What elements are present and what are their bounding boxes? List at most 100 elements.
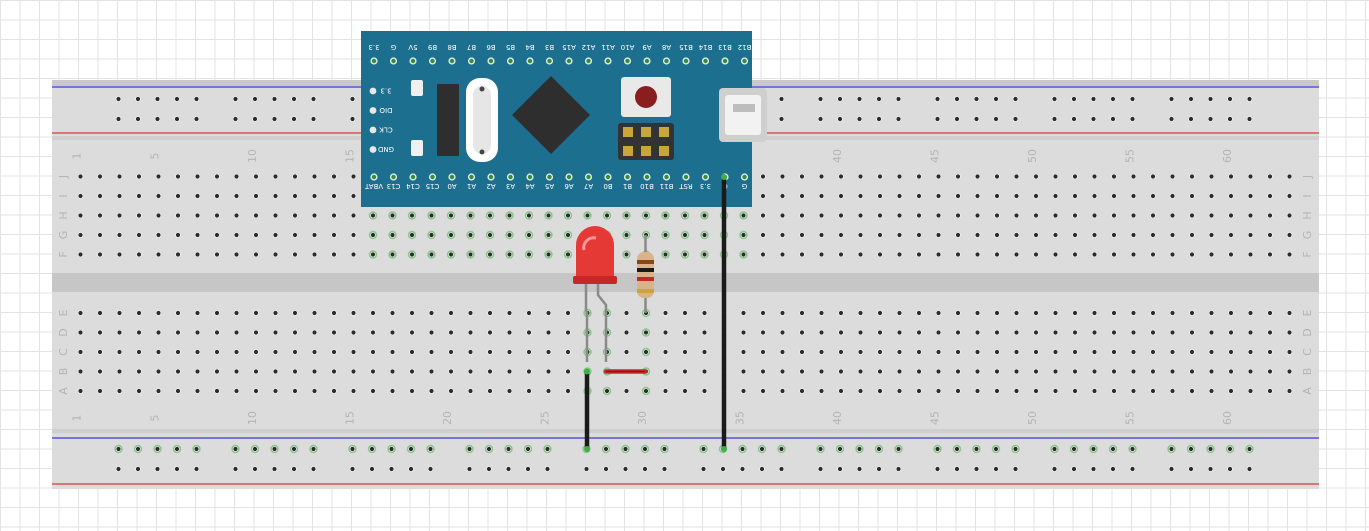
hole [136, 369, 142, 374]
hole [1248, 213, 1253, 218]
hole [838, 388, 844, 394]
hole [1209, 252, 1214, 257]
hole [155, 116, 160, 122]
hole [136, 252, 142, 257]
hole [955, 310, 961, 316]
hole [1170, 174, 1175, 179]
hole [370, 252, 376, 257]
hole [642, 466, 648, 472]
hole [1247, 446, 1252, 452]
hole [1170, 388, 1175, 394]
hole [682, 252, 688, 257]
hole [1033, 193, 1039, 199]
hole [97, 213, 103, 218]
hole [838, 193, 844, 199]
hole [1131, 213, 1136, 218]
hole [1150, 388, 1156, 394]
hole [643, 388, 649, 394]
hole [526, 213, 532, 218]
hole [1209, 388, 1214, 394]
hole [351, 349, 356, 355]
hole [974, 446, 979, 452]
mcu-pin-pad [547, 174, 552, 180]
hole [369, 446, 375, 452]
wires[interactable] [584, 174, 727, 452]
hole [448, 388, 454, 394]
hole [1092, 369, 1097, 374]
hole [526, 369, 532, 374]
hole [780, 252, 785, 257]
hole [838, 310, 844, 316]
hole [1072, 193, 1078, 199]
hole [409, 310, 415, 316]
hole [253, 310, 259, 316]
row-letter-right: J [1301, 175, 1314, 179]
hole [565, 232, 571, 238]
mcu-pin-pad [488, 174, 494, 180]
hole [876, 96, 882, 102]
hole [468, 330, 473, 335]
hole [897, 349, 902, 355]
hole [1014, 193, 1019, 199]
hole [1033, 232, 1039, 238]
hole [175, 232, 181, 238]
hole [663, 232, 668, 238]
hole [935, 96, 940, 102]
hole [760, 252, 766, 257]
hole [1228, 193, 1234, 199]
hole [253, 252, 259, 257]
hole [955, 232, 961, 238]
hole [604, 388, 610, 394]
hole [468, 252, 473, 257]
hole [1248, 193, 1253, 199]
hole [429, 310, 434, 316]
hole [1072, 310, 1078, 316]
hole [955, 193, 961, 199]
row-letter-right: G [1301, 231, 1314, 240]
components[interactable] [573, 226, 654, 362]
mcu-board[interactable]: B12B13B14B15A8A9A10A11A12A15B3B4B5B6B7B8… [361, 31, 767, 207]
hole [1131, 174, 1136, 179]
hole [312, 330, 317, 335]
hole [858, 193, 863, 199]
hole [214, 388, 220, 394]
hole [838, 213, 844, 218]
hole [273, 213, 278, 218]
debug-header-label: CLK [379, 126, 393, 134]
column-number-bottom: 45 [929, 411, 942, 425]
hole [155, 96, 160, 102]
hole [1110, 446, 1116, 452]
hole [1053, 174, 1058, 179]
hole [448, 252, 454, 257]
column-number-top: 15 [344, 149, 357, 163]
led-body [576, 226, 614, 283]
hole [916, 388, 922, 394]
hole [467, 446, 472, 452]
mcu-pin-pad [664, 174, 669, 180]
hole [195, 388, 200, 394]
hole [97, 388, 103, 394]
hole [1248, 310, 1253, 316]
mcu-pin-label-top: A9 [642, 43, 651, 51]
hole [642, 446, 648, 452]
hole [858, 310, 863, 316]
hole [877, 349, 883, 355]
hole [1014, 174, 1019, 179]
mcu-pin-label-top: B12 [738, 43, 752, 51]
hole [877, 174, 883, 179]
hole [1189, 349, 1195, 355]
hole [214, 232, 220, 238]
led-rim [573, 276, 617, 284]
mcu-pin-label-top: 3.3 [368, 43, 379, 51]
hole [1150, 193, 1156, 199]
hole [1111, 193, 1117, 199]
hole [760, 330, 766, 335]
hole [351, 252, 356, 257]
hole [858, 232, 863, 238]
hole [253, 369, 259, 374]
column-number-bottom: 40 [831, 411, 844, 425]
mcu-chip [512, 76, 590, 154]
hole [1287, 349, 1292, 355]
debug-header-pin [369, 126, 377, 134]
crystal-oscillator-chip [437, 84, 459, 156]
